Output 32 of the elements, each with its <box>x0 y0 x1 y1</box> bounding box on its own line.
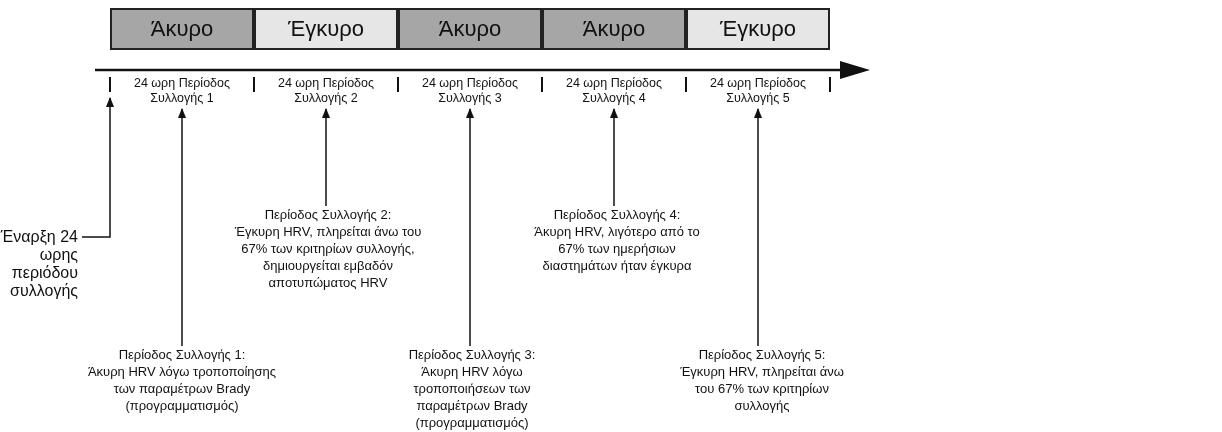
status-box-line: Άκυρο <box>149 15 215 43</box>
note-text-line: Περίοδος Συλλογής 2: <box>263 206 393 223</box>
note-text-line: Έγκυρη HRV, πληρείται άνω του 67% των κριτηρίων συλλογής, δημιουργείται εμβαδόν αποτυπώματος HRV <box>233 223 423 291</box>
note-text-line: Έγκυρη HRV, πληρείται άνω του 67% των κριτηρίων συλλογής <box>679 363 845 414</box>
status-box-line: Άκυρο <box>581 15 647 43</box>
status-box-line: Άκυρο <box>437 15 503 43</box>
note-text-line: Περίοδος Συλλογής 1: <box>117 346 247 363</box>
status-box <box>254 8 398 50</box>
note-text-line: Άκυρη HRV λόγω τροποποιήσεων των παραμέτρων Brady (προγραμματισμός) <box>412 363 532 431</box>
note-text-line: Άκυρη HRV, λιγότερο από το 67% των ημερήσιων διαστημάτων ήταν έγκυρα <box>533 223 701 274</box>
note-text-line: Περίοδος Συλλογής 3: <box>407 346 537 363</box>
arrow <box>609 107 619 207</box>
arrow <box>81 96 115 238</box>
status-box <box>686 8 830 50</box>
status-box-line: Έγκυρο <box>718 15 797 43</box>
arrow <box>465 107 475 347</box>
period-label-line: 24 ωρη Περίοδος Συλλογής 5 <box>708 76 807 106</box>
start-label-line: Έναρξη 24 ωρης περιόδου συλλογής <box>0 228 78 300</box>
period-label-line: 24 ωρη Περίοδος Συλλογής 1 <box>132 76 231 106</box>
period-label-line: 24 ωρη Περίοδος Συλλογής 2 <box>276 76 375 106</box>
status-box-line: Έγκυρο <box>286 15 365 43</box>
period-label-line: 24 ωρη Περίοδος Συλλογής 4 <box>564 76 663 106</box>
note-text-line: Περίοδος Συλλογής 5: <box>697 346 827 363</box>
status-box <box>110 8 254 50</box>
arrow <box>321 107 331 207</box>
note-text-line: Περίοδος Συλλογής 4: <box>552 206 682 223</box>
status-box <box>542 8 686 50</box>
status-box <box>398 8 542 50</box>
arrow <box>753 107 763 347</box>
arrow <box>177 107 187 347</box>
period-label-line: 24 ωρη Περίοδος Συλλογής 3 <box>420 76 519 106</box>
note-text-line: Άκυρη HRV λόγω τροποποίησης των παραμέτρων Brady (προγραμματισμός) <box>86 363 278 414</box>
